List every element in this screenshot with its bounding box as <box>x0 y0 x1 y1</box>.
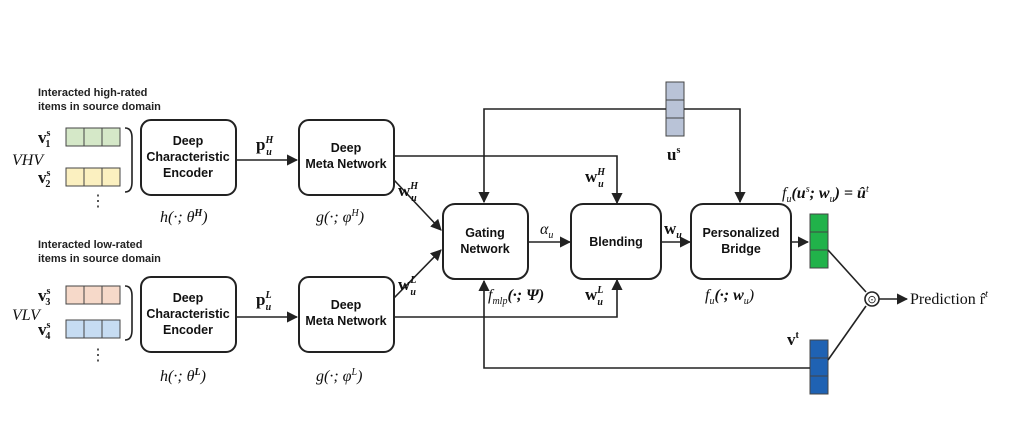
fu-function: fu(·; wu) <box>705 287 754 307</box>
svg-text:Meta Network: Meta Network <box>305 157 386 171</box>
arrow-meta-low-gating <box>393 249 442 299</box>
vt-label: vt <box>787 330 800 349</box>
meta-network-high-block: Deep Meta Network <box>298 119 395 196</box>
encoder-high-block: Deep Characteristic Encoder <box>140 119 237 196</box>
arrow-meta-low-blending <box>394 278 623 318</box>
item-target-embedding <box>809 339 829 395</box>
us-label: us <box>667 145 680 164</box>
vlv-label: VLV <box>12 307 42 324</box>
item-vector-v3 <box>65 285 121 305</box>
output-equation: fu(us; wu) = ût <box>782 184 869 205</box>
arrow-meta-high-gating <box>393 179 442 231</box>
svg-text:Personalized: Personalized <box>702 226 779 240</box>
encoder-low-block: Deep Characteristic Encoder <box>140 276 237 353</box>
svg-text:Encoder: Encoder <box>163 166 213 180</box>
personalized-bridge-block: Personalized Bridge <box>690 203 792 280</box>
vhv-label: VHV <box>12 152 45 169</box>
low-items-ellipsis: ⋮ <box>90 347 106 364</box>
h-high-function: h(·; θH) <box>160 208 208 226</box>
item-vector-v2 <box>65 167 121 187</box>
h-low-function: h(·; θL) <box>160 367 206 385</box>
g-high-function: g(·; φH) <box>316 208 364 226</box>
svg-text:Bridge: Bridge <box>721 242 761 256</box>
svg-text:Encoder: Encoder <box>163 323 213 337</box>
arrow-meta-high-blending <box>394 155 623 205</box>
alpha-label: αu <box>540 221 553 241</box>
line-ut-product <box>827 249 867 293</box>
svg-text:Deep: Deep <box>173 134 204 148</box>
low-rated-label-1: Interacted low-rated <box>38 239 143 251</box>
product-operator-symbol: ⊙ <box>867 293 876 306</box>
item-vector-v1 <box>65 127 121 147</box>
svg-text:Deep: Deep <box>173 291 204 305</box>
high-items-ellipsis: ⋮ <box>90 193 106 210</box>
arrow-us-bridge <box>684 108 746 204</box>
blending-block: Blending <box>570 203 662 280</box>
wu-label: wu <box>664 219 682 241</box>
item-vector-v4 <box>65 319 121 339</box>
high-rated-label-2: items in source domain <box>38 101 161 113</box>
svg-text:Deep: Deep <box>331 298 362 312</box>
low-items-brace <box>124 285 133 341</box>
gating-network-block: Gating Network <box>442 203 529 280</box>
svg-text:Characteristic: Characteristic <box>146 150 229 164</box>
high-items-brace <box>124 127 133 193</box>
svg-text:Meta Network: Meta Network <box>305 314 386 328</box>
g-low-function: g(·; φL) <box>316 367 362 385</box>
prediction-label: Prediction r̂t <box>910 289 988 308</box>
arrow-us-gating <box>478 108 666 204</box>
line-vt-product <box>827 305 867 361</box>
meta-network-low-block: Deep Meta Network <box>298 276 395 353</box>
svg-text:Deep: Deep <box>331 141 362 155</box>
high-rated-label-1: Interacted high-rated <box>38 87 147 99</box>
fmlp-function: fmlp(·; Ψ) <box>488 287 544 307</box>
svg-text:Blending: Blending <box>589 235 642 249</box>
user-source-embedding <box>665 81 685 137</box>
svg-text:Gating: Gating <box>465 226 505 240</box>
svg-text:Characteristic: Characteristic <box>146 307 229 321</box>
arrow-vt-gating <box>478 279 810 369</box>
low-rated-label-2: items in source domain <box>38 253 161 265</box>
svg-text:Network: Network <box>460 242 509 256</box>
user-target-embedding <box>809 213 829 269</box>
